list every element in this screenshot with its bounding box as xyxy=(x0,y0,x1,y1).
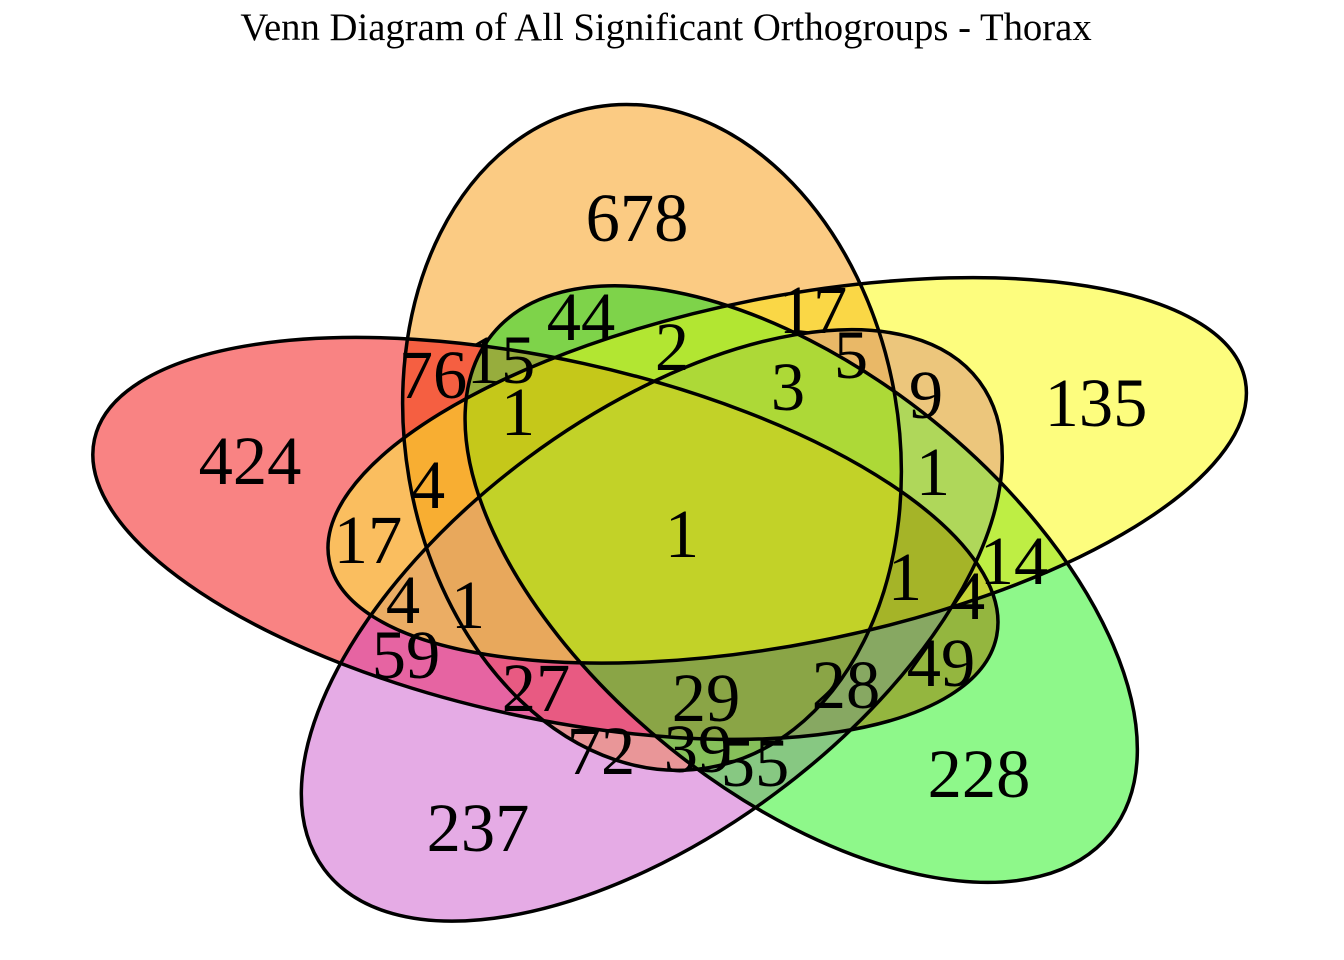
svg-text:39: 39 xyxy=(664,711,733,787)
svg-text:9: 9 xyxy=(909,357,943,433)
svg-text:678: 678 xyxy=(586,180,689,256)
svg-text:237: 237 xyxy=(427,790,530,866)
svg-text:72: 72 xyxy=(567,713,636,789)
svg-text:4: 4 xyxy=(386,562,420,638)
svg-text:4: 4 xyxy=(951,558,985,634)
svg-text:135: 135 xyxy=(1045,365,1148,441)
svg-text:3: 3 xyxy=(771,349,805,425)
svg-text:59: 59 xyxy=(372,617,441,693)
svg-text:76: 76 xyxy=(399,337,468,413)
svg-text:29: 29 xyxy=(672,660,741,736)
svg-text:Venn Diagram of All Significan: Venn Diagram of All Significant Orthogro… xyxy=(240,7,1091,49)
svg-text:27: 27 xyxy=(502,650,571,726)
svg-text:17: 17 xyxy=(334,502,403,578)
svg-text:5: 5 xyxy=(834,317,868,393)
svg-text:424: 424 xyxy=(199,423,302,499)
svg-text:15: 15 xyxy=(467,322,536,398)
svg-text:44: 44 xyxy=(547,279,616,355)
svg-text:17: 17 xyxy=(779,272,848,348)
svg-text:14: 14 xyxy=(980,523,1049,599)
svg-text:1: 1 xyxy=(888,539,922,615)
svg-text:1: 1 xyxy=(451,567,485,643)
svg-text:228: 228 xyxy=(928,736,1031,812)
svg-text:1: 1 xyxy=(916,434,950,510)
svg-text:1: 1 xyxy=(665,496,699,572)
svg-text:1: 1 xyxy=(501,374,535,450)
svg-text:49: 49 xyxy=(907,625,976,701)
svg-text:4: 4 xyxy=(411,447,445,523)
svg-text:55: 55 xyxy=(721,725,790,801)
svg-text:2: 2 xyxy=(655,309,689,385)
svg-text:28: 28 xyxy=(812,647,881,723)
